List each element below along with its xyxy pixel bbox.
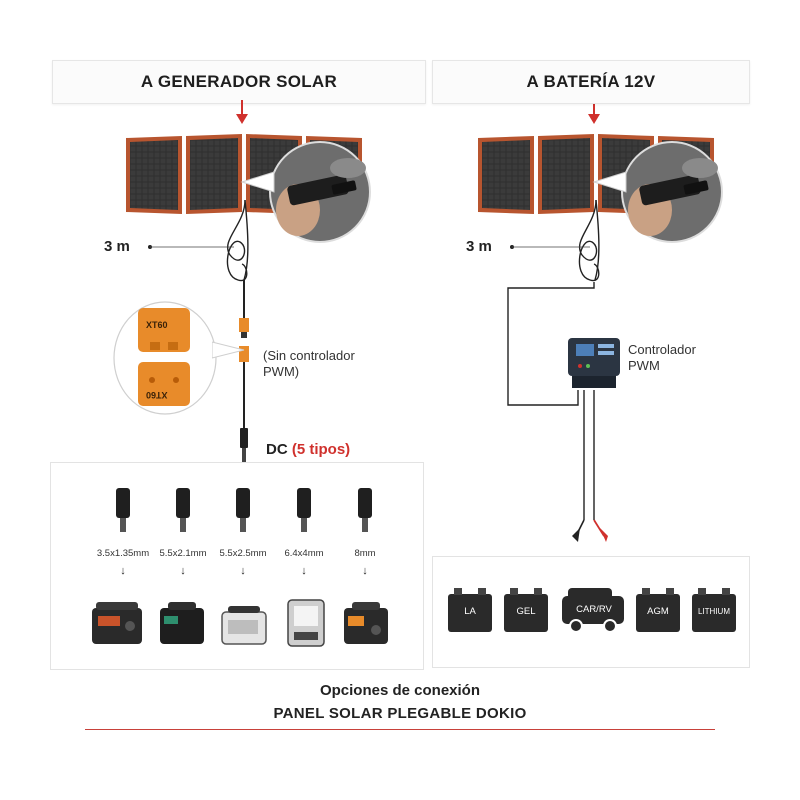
right-zoom-pointer xyxy=(592,171,627,193)
footer-divider xyxy=(85,729,715,730)
left-zoom-pointer xyxy=(240,171,275,193)
no-controller-note: (Sin controlador PWM) xyxy=(263,348,355,379)
dc-plug-1-icon xyxy=(116,488,130,532)
plug-size-3: 5.5x2.5mm xyxy=(219,548,267,559)
left-title: A GENERADOR SOLAR xyxy=(140,72,338,91)
power-station-2-icon xyxy=(160,602,204,644)
plug-size-1: 3.5x1.35mm xyxy=(96,548,150,559)
pwm-controller-label: Controlador PWM xyxy=(628,342,696,373)
power-station-5-icon xyxy=(344,602,388,644)
footer-title: PANEL SOLAR PLEGABLE DOKIO xyxy=(273,705,527,722)
xt60-zoom-pointer xyxy=(212,341,245,359)
dc-label-group: DC (5 tipos) xyxy=(266,441,350,458)
right-connector-zoom-circle xyxy=(621,141,723,243)
plug-size-5: 8mm xyxy=(354,548,376,559)
right-cable-length: 3 m xyxy=(466,238,492,255)
battery-gel-icon xyxy=(504,588,548,632)
left-cable-length-pointer xyxy=(148,245,234,249)
dc-plug-5-icon xyxy=(358,488,372,532)
battery-agm-icon xyxy=(636,588,680,632)
right-cable xyxy=(507,200,608,542)
down-arrow-icon: ↓ xyxy=(301,565,307,577)
battery-la-icon xyxy=(448,588,492,632)
right-title: A BATERÍA 12V xyxy=(526,72,656,91)
down-arrow-icon: ↓ xyxy=(362,565,368,577)
pwm-controller-icon xyxy=(568,338,620,388)
down-arrow-icon: ↓ xyxy=(180,565,186,577)
plug-size-4: 6.4x4mm xyxy=(284,548,324,559)
battery-lithium-label: LITHIUM xyxy=(698,607,730,616)
xt60-bottom-label: XT60 xyxy=(146,390,168,400)
dc-label: DC xyxy=(266,441,288,458)
battery-la-label: LA xyxy=(464,606,476,617)
left-cable xyxy=(226,200,249,462)
down-arrow-icon: ↓ xyxy=(120,565,126,577)
left-connector-zoom-circle xyxy=(269,141,371,243)
dc-types: (5 tipos) xyxy=(291,441,351,458)
dc-plug-4-icon xyxy=(297,488,311,532)
footer-subtitle: Opciones de conexión xyxy=(319,682,481,699)
plug-size-2: 5.5x2.1mm xyxy=(159,548,207,559)
dc-plug-3-icon xyxy=(236,488,250,532)
power-station-3-icon xyxy=(221,606,267,645)
right-cable-length-pointer xyxy=(510,245,590,249)
xt60-top-label: XT60 xyxy=(146,320,168,330)
right-title-box: A BATERÍA 12V xyxy=(432,60,750,104)
power-station-4-icon xyxy=(287,599,325,647)
left-red-arrow-icon xyxy=(236,100,248,124)
power-station-1-icon xyxy=(92,602,142,644)
battery-gel-label: GEL xyxy=(516,606,536,617)
left-cable-length: 3 m xyxy=(104,238,130,255)
xt60-zoom-circle xyxy=(113,301,217,415)
left-title-box: A GENERADOR SOLAR xyxy=(52,60,426,104)
down-arrow-icon: ↓ xyxy=(240,565,246,577)
battery-lithium-icon xyxy=(692,588,736,632)
battery-agm-label: AGM xyxy=(647,606,669,617)
dc-plug-2-icon xyxy=(176,488,190,532)
rv-vehicle-icon xyxy=(562,588,624,633)
battery-car-rv-label: CAR/RV xyxy=(576,604,612,615)
